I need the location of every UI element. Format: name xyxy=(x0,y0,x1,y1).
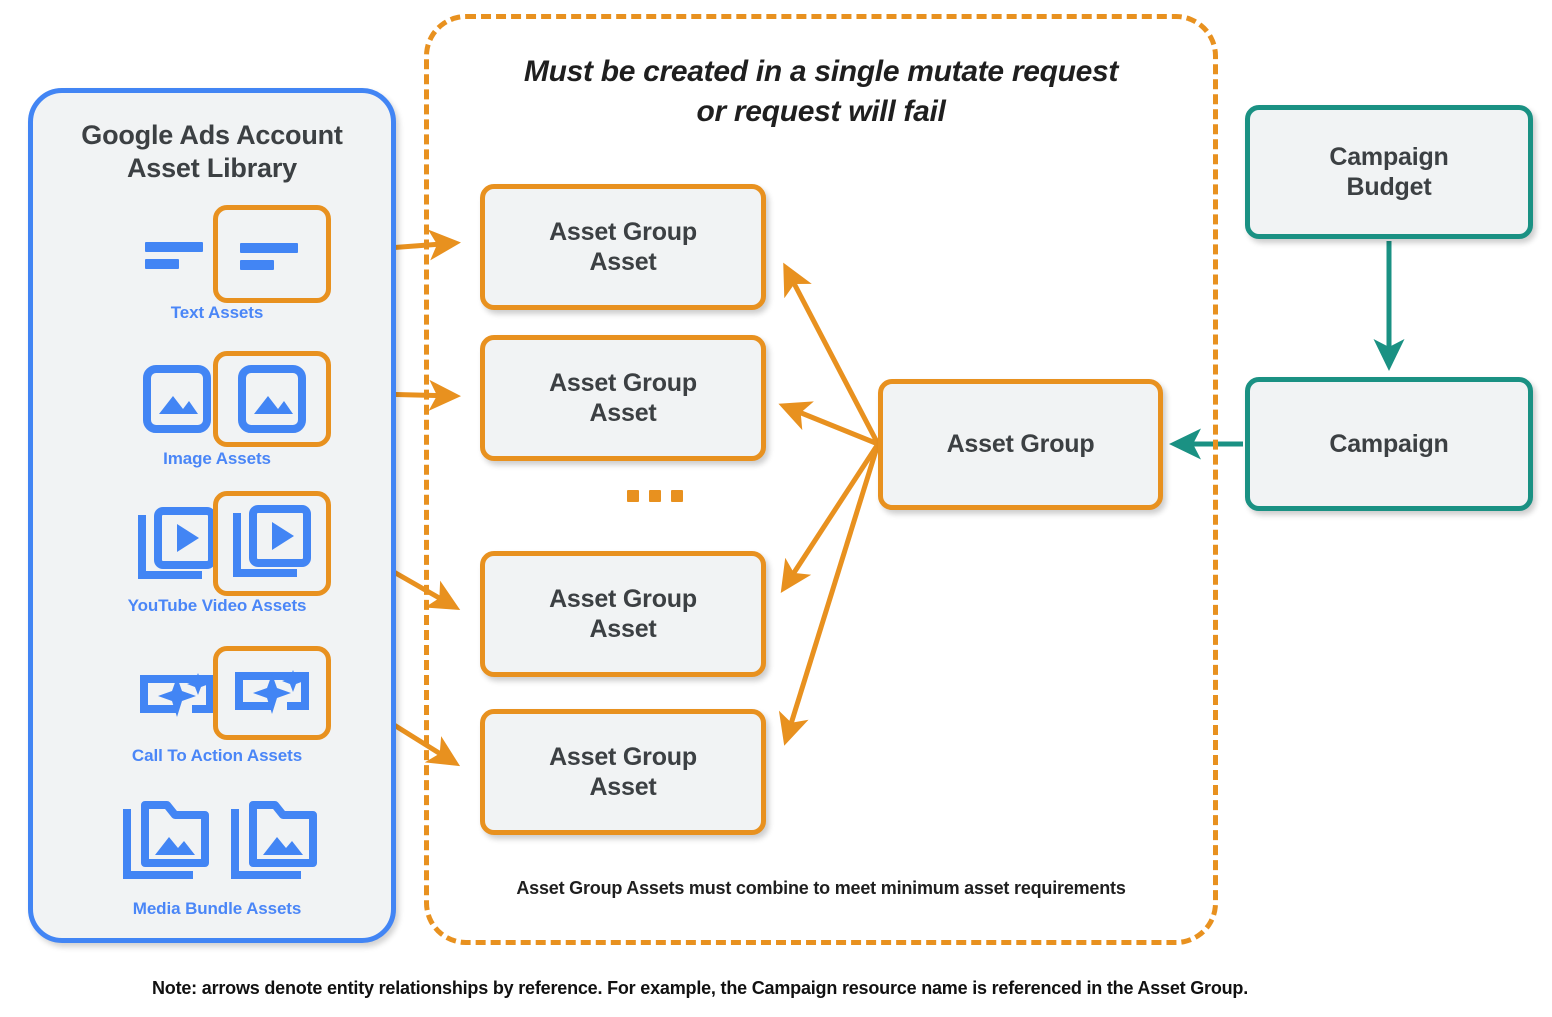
asset-row-image: Image Assets xyxy=(33,351,401,469)
campaign-budget-line2: Budget xyxy=(1346,173,1432,201)
ellipsis-dot-2 xyxy=(649,490,661,502)
diagram-note: Note: arrows denote entity relationships… xyxy=(151,978,1249,998)
asset-caption-cta: Call To Action Assets xyxy=(131,746,303,765)
video-assets-selected-box[interactable] xyxy=(213,491,331,596)
asset-library-title-line2: Asset Library xyxy=(127,152,297,183)
campaign-budget-label: Campaign Budget xyxy=(1329,142,1448,203)
cta-assets-selected-box[interactable] xyxy=(213,646,331,740)
asset-row-media-bundle: Media Bundle Assets xyxy=(33,793,401,919)
asset-row-cta: Call To Action Assets xyxy=(33,646,401,766)
call-to-action-sparkle-icon xyxy=(129,648,225,744)
asset-group-asset-node-2[interactable]: Asset Group Asset xyxy=(480,335,766,461)
campaign-node[interactable]: Campaign xyxy=(1245,377,1533,511)
ellipsis-dot-3 xyxy=(671,490,683,502)
mutate-request-title: Must be created in a single mutate reque… xyxy=(424,52,1218,131)
call-to-action-sparkle-icon xyxy=(235,670,309,714)
text-lines-icon xyxy=(129,205,225,301)
aga-1-line2: Asset xyxy=(589,248,657,276)
asset-icons-image xyxy=(33,351,401,447)
aga-2-line2: Asset xyxy=(589,399,657,427)
asset-group-asset-node-1[interactable]: Asset Group Asset xyxy=(480,184,766,310)
asset-library-panel: Google Ads Account Asset Library xyxy=(28,88,396,943)
asset-group-asset-node-3[interactable]: Asset Group Asset xyxy=(480,551,766,677)
aga-4-line1: Asset Group xyxy=(549,742,697,771)
asset-row-video: YouTube Video Assets xyxy=(33,491,401,616)
asset-caption-text: Text Assets xyxy=(170,303,264,322)
asset-library-title-line1: Google Ads Account xyxy=(81,120,343,150)
media-bundle-folder-icon xyxy=(115,793,219,893)
mutate-title-line2: or request will fail xyxy=(696,94,946,128)
campaign-label: Campaign xyxy=(1329,429,1449,458)
image-icon xyxy=(238,365,306,433)
video-play-stack-icon xyxy=(233,504,311,577)
image-icon xyxy=(129,351,225,447)
campaign-budget-line1: Campaign xyxy=(1329,142,1449,171)
aga-3-line2: Asset xyxy=(589,615,657,643)
campaign-budget-node[interactable]: Campaign Budget xyxy=(1245,105,1533,239)
asset-group-asset-ellipsis xyxy=(627,490,687,506)
asset-icons-media-bundle xyxy=(33,793,401,893)
aga-4-line2: Asset xyxy=(589,773,657,801)
mutate-footnote: Asset Group Assets must combine to meet … xyxy=(516,878,1126,898)
aga-1-line1: Asset Group xyxy=(549,217,697,246)
asset-icons-cta xyxy=(33,646,401,744)
asset-icons-video xyxy=(33,491,401,596)
asset-group-asset-label-4: Asset Group Asset xyxy=(549,742,697,803)
text-assets-selected-box[interactable] xyxy=(213,205,331,303)
asset-icons-text xyxy=(33,205,401,303)
asset-library-title: Google Ads Account Asset Library xyxy=(33,119,391,185)
mutate-title-line1: Must be created in a single mutate reque… xyxy=(523,55,1119,88)
video-play-stack-icon xyxy=(129,498,225,594)
image-assets-selected-box[interactable] xyxy=(213,351,331,447)
mutate-request-container xyxy=(424,14,1218,945)
asset-group-asset-label-3: Asset Group Asset xyxy=(549,584,697,645)
ellipsis-dot-1 xyxy=(627,490,639,502)
asset-group-label: Asset Group xyxy=(946,430,1095,459)
media-bundle-folder-icon-2 xyxy=(223,793,327,893)
text-lines-icon xyxy=(240,243,298,270)
aga-3-line1: Asset Group xyxy=(549,584,697,613)
aga-2-line1: Asset Group xyxy=(549,368,697,397)
asset-caption-media-bundle: Media Bundle Assets xyxy=(132,899,302,918)
asset-row-text: Text Assets xyxy=(33,205,401,323)
asset-caption-image: Image Assets xyxy=(163,449,271,468)
asset-group-asset-node-4[interactable]: Asset Group Asset xyxy=(480,709,766,835)
asset-caption-video: YouTube Video Assets xyxy=(127,596,307,615)
asset-group-asset-label-1: Asset Group Asset xyxy=(549,217,697,278)
asset-group-node[interactable]: Asset Group xyxy=(878,379,1163,510)
asset-group-asset-label-2: Asset Group Asset xyxy=(549,368,697,429)
